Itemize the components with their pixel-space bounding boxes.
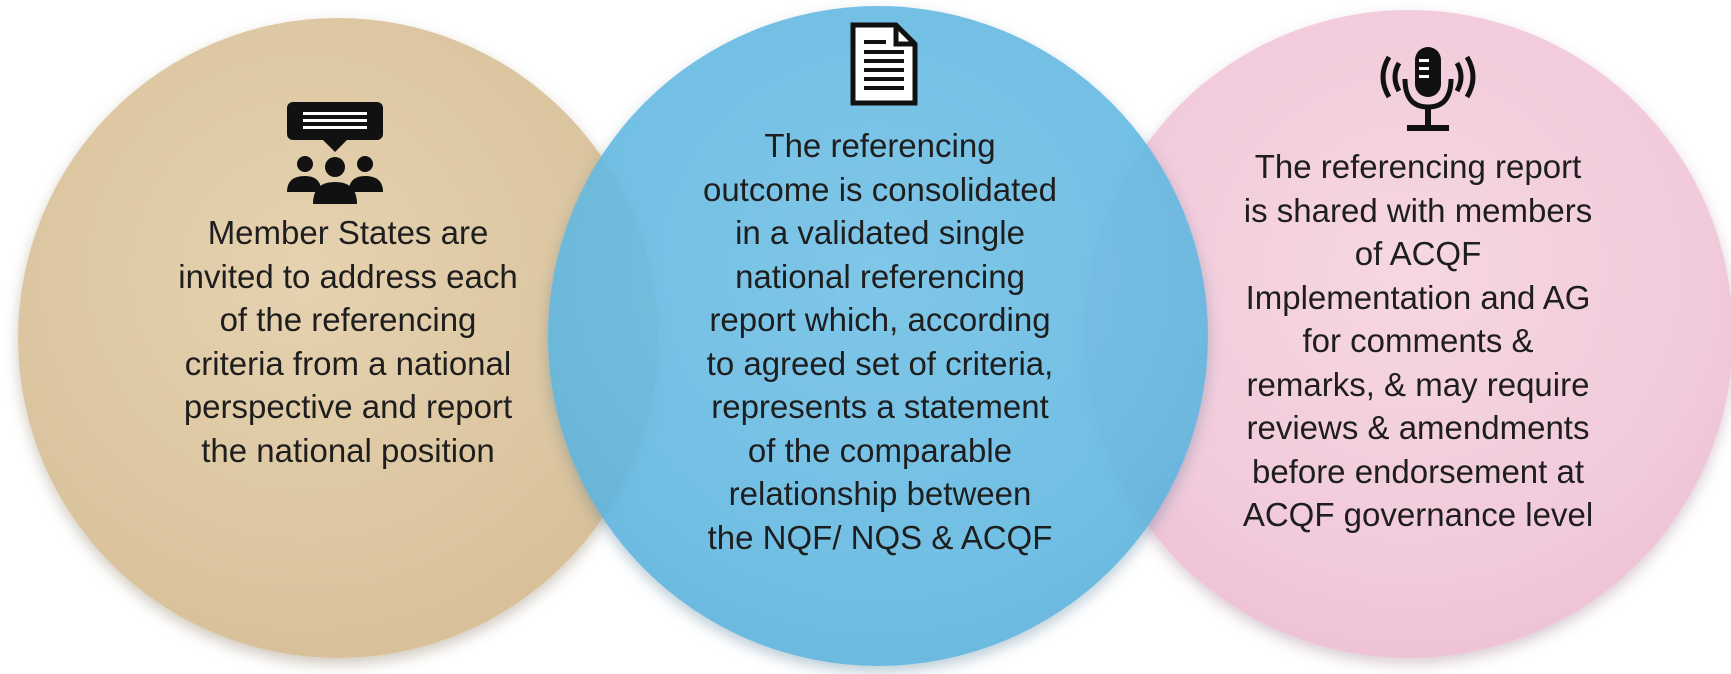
text-line: of ACQF (1354, 235, 1482, 272)
text-line: Implementation and AG (1245, 278, 1591, 316)
text-line: in a validated single (735, 214, 1025, 251)
text-line: criteria from a national (184, 344, 512, 382)
document-icon (850, 22, 918, 106)
circle-referencing-outcome (548, 6, 1208, 666)
text-line: invited to address each (178, 257, 518, 295)
text-line: of the comparable (747, 431, 1013, 469)
referencing-outcome-text: The referencing outcome is consolidated … (670, 124, 1090, 559)
text-line: for comments & (1302, 322, 1534, 359)
text-line: the national position (201, 431, 495, 469)
text-line: of the referencing (219, 301, 477, 338)
text-line: The referencing report (1254, 148, 1582, 185)
text-line: relationship between (728, 475, 1032, 512)
shared-report-text: The referencing report is shared with me… (1208, 145, 1628, 537)
text-line: ACQF governance level (1242, 496, 1594, 533)
text-line: to agreed set of criteria, (706, 344, 1054, 382)
microphone-icon (1380, 47, 1476, 131)
meeting-chat-icon (287, 102, 383, 204)
text-line: outcome is consolidated (702, 170, 1058, 208)
member-states-text: Member States are invited to address eac… (148, 211, 548, 472)
text-line: the NQF/ NQS & ACQF (707, 518, 1053, 556)
text-line: remarks, & may require (1246, 365, 1590, 403)
text-line: The referencing (764, 127, 996, 164)
text-line: is shared with members (1243, 191, 1593, 229)
text-line: perspective and report (183, 388, 513, 425)
text-line: Member States are (207, 214, 489, 251)
text-line: before endorsement at (1251, 452, 1585, 490)
text-line: reviews & amendments (1246, 409, 1590, 446)
text-line: represents a statement (711, 388, 1049, 425)
text-line: report which, according (709, 301, 1051, 338)
text-line: national referencing (735, 257, 1025, 295)
